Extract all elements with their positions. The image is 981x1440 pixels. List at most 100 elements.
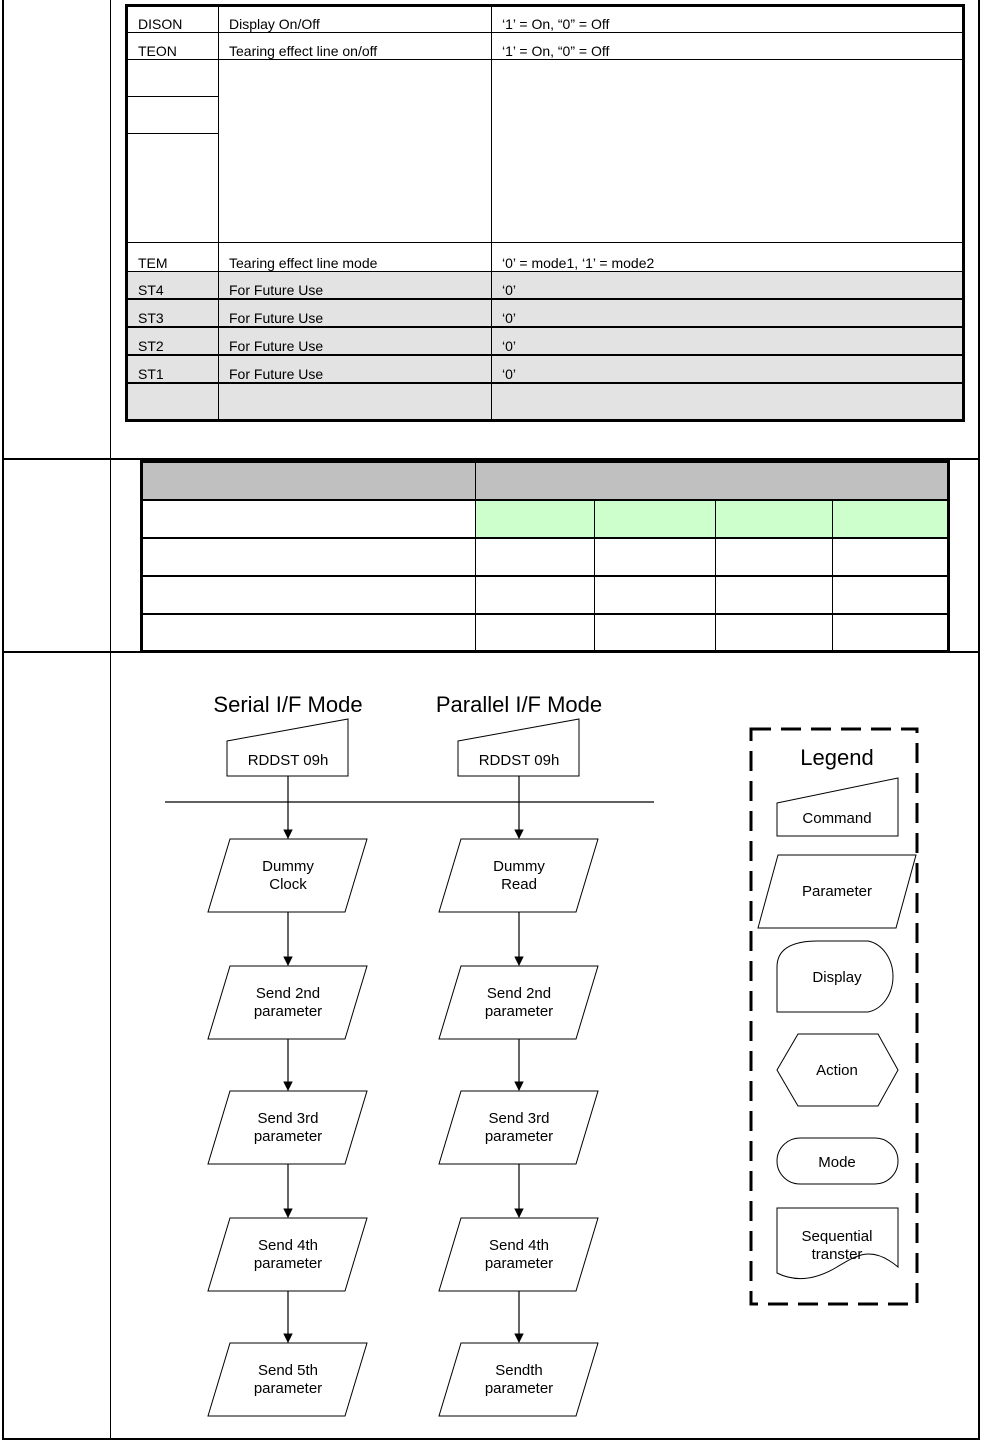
empty-cell (126, 96, 219, 135)
table-cell (715, 537, 833, 577)
table-cell-highlight (594, 499, 716, 539)
serial-parameter-label: Send 3rd (258, 1110, 319, 1127)
serial-parameter-label: parameter (254, 1380, 322, 1397)
table-cell (594, 537, 716, 577)
legend: Legend Command Parameter Display Action … (749, 727, 919, 1306)
table-row (141, 575, 949, 615)
table-row: ST4 For Future Use ‘0’ (126, 270, 964, 301)
status-availability-table (140, 460, 950, 653)
table-cell (832, 537, 949, 577)
parallel-parameter-label: Dummy (493, 858, 545, 875)
bit-name: ST4 (126, 270, 219, 301)
table-cell (141, 575, 476, 615)
serial-parameter-box (207, 1217, 368, 1292)
header-cell (141, 461, 476, 501)
bit-value: ‘0’ (491, 354, 964, 385)
table-cell-highlight (832, 499, 949, 539)
bit-name: ST1 (126, 354, 219, 385)
serial-parameter-box (207, 1090, 368, 1165)
serial-parameter-label: Send 2nd (256, 985, 320, 1002)
parallel-parameter-label: Send 2nd (487, 985, 551, 1002)
bit-description: For Future Use (218, 354, 492, 385)
section-divider-1 (2, 458, 980, 460)
bit-description: Display On/Off (218, 4, 492, 34)
bit-value: ‘0’ = mode1, ‘1’ = mode2 (491, 241, 964, 272)
legend-command-label: Command (802, 810, 871, 827)
parallel-parameter-label: Read (501, 876, 537, 893)
parallel-parameter-label: parameter (485, 1003, 553, 1020)
parameter-shape-icon (757, 854, 917, 929)
bit-value: ‘1’ = On, “0” = Off (491, 32, 964, 61)
bit-description: For Future Use (218, 326, 492, 357)
serial-parameter-label: parameter (254, 1003, 322, 1020)
bit-name: TEON (126, 32, 219, 61)
bit-value: ‘1’ = On, “0” = Off (491, 4, 964, 34)
table-cell (594, 575, 716, 615)
bit-description: For Future Use (218, 298, 492, 329)
serial-parameter-box (207, 1342, 368, 1417)
serial-parameter-box (207, 965, 368, 1040)
parallel-parameter-label: parameter (485, 1128, 553, 1145)
table-cell (594, 613, 716, 652)
parallel-parameter-label: Send 3rd (489, 1110, 550, 1127)
table-cell-highlight (475, 499, 595, 539)
table-cell (141, 613, 476, 652)
display-shape-icon (776, 940, 894, 1013)
parallel-parameter-label: parameter (485, 1380, 553, 1397)
serial-parameter-label: Send 5th (258, 1362, 318, 1379)
parallel-parameter-box (438, 1342, 599, 1417)
table-row-empty (126, 96, 964, 135)
empty-cell (126, 382, 219, 422)
table-row: ST2 For Future Use ‘0’ (126, 326, 964, 357)
serial-command-box (226, 718, 349, 777)
legend-sequential-label-1: Sequential (802, 1228, 873, 1245)
legend-title: Legend (800, 745, 873, 770)
table-row: TEON Tearing effect line on/off ‘1’ = On… (126, 32, 964, 61)
serial-command-label: RDDST 09h (248, 752, 329, 769)
table-cell (141, 537, 476, 577)
table-row-empty (126, 133, 964, 243)
serial-parameter-label: Clock (269, 876, 307, 893)
register-bit-table: DISON Display On/Off ‘1’ = On, “0” = Off… (125, 4, 965, 422)
bit-description: Tearing effect line on/off (218, 32, 492, 61)
table-row: ST3 For Future Use ‘0’ (126, 298, 964, 329)
empty-cell (491, 59, 964, 243)
mode-shape-icon (776, 1137, 899, 1185)
bit-value: ‘0’ (491, 326, 964, 357)
action-shape-icon (776, 1033, 899, 1107)
serial-parameter-label: parameter (254, 1255, 322, 1272)
table-cell (832, 575, 949, 615)
command-shape-icon (776, 777, 899, 837)
table-row-empty (126, 59, 964, 243)
table-cell (475, 575, 595, 615)
table-row: ST1 For Future Use ‘0’ (126, 354, 964, 385)
legend-action-label: Action (816, 1062, 858, 1079)
table-cell (715, 575, 833, 615)
header-cell (475, 461, 949, 501)
table-cell-highlight (715, 499, 833, 539)
legend-border (749, 727, 919, 1306)
table-cell (475, 537, 595, 577)
table-cell (141, 499, 476, 539)
empty-cell (218, 59, 492, 243)
table-cell (832, 613, 949, 652)
read-status-flowchart: Serial I/F Mode Parallel I/F Mode RDDST … (165, 692, 919, 1417)
empty-cell (126, 59, 219, 98)
table-row (141, 499, 949, 539)
parallel-parameter-label: Send 4th (489, 1237, 549, 1254)
parallel-parameter-label: parameter (485, 1255, 553, 1272)
table-cell (475, 613, 595, 652)
serial-mode-title: Serial I/F Mode (213, 692, 362, 717)
parallel-parameter-box (438, 965, 599, 1040)
serial-parameter-label: Dummy (262, 858, 314, 875)
serial-parameter-box (207, 838, 368, 913)
parallel-parameter-box (438, 1217, 599, 1292)
bit-description: For Future Use (218, 270, 492, 301)
table-row: DISON Display On/Off ‘1’ = On, “0” = Off (126, 4, 964, 34)
legend-sequential-label-2: transter (812, 1246, 863, 1263)
table-row (141, 537, 949, 577)
sequential-transfer-shape-icon (776, 1207, 899, 1280)
bit-name: TEM (126, 241, 219, 272)
